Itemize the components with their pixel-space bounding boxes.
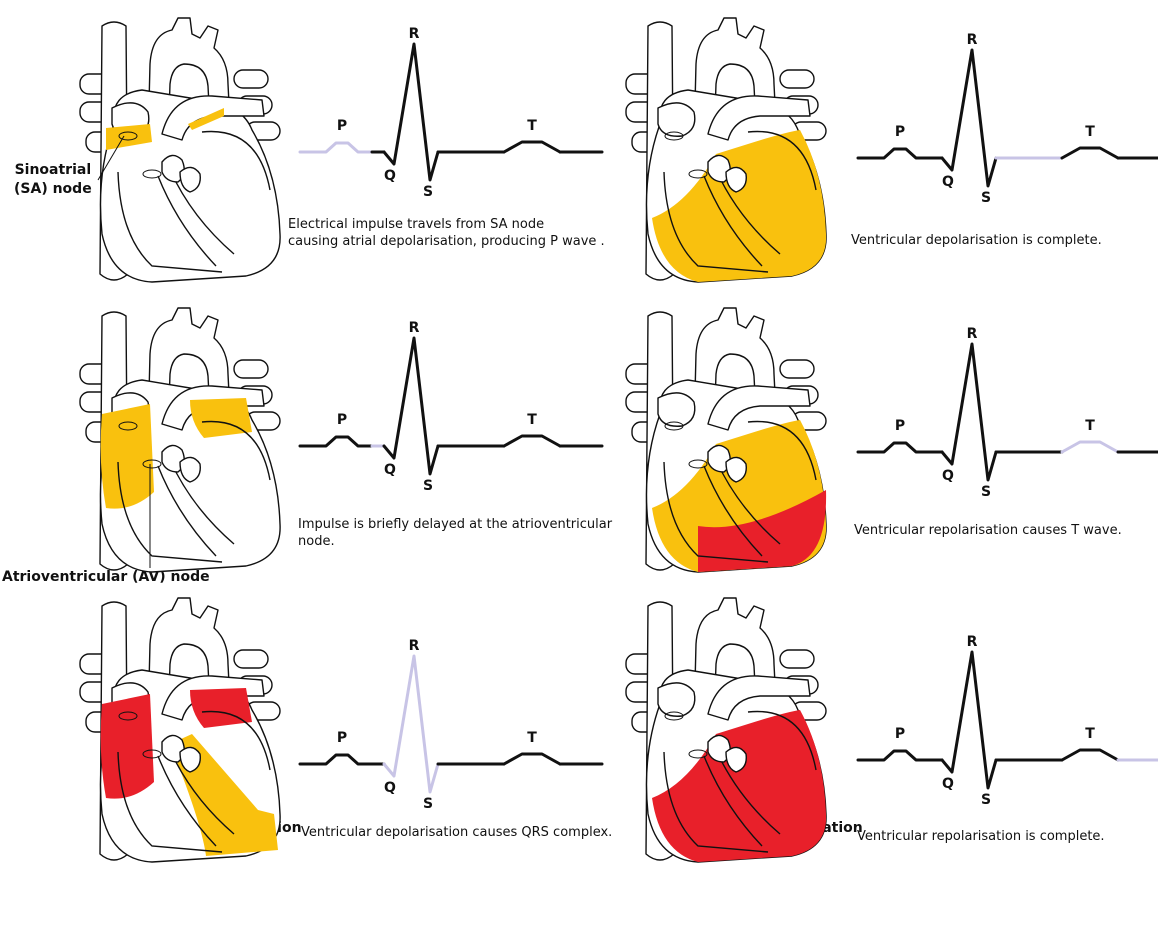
wave-label-r: R [967, 32, 978, 48]
wave-label-r: R [409, 26, 420, 42]
wave-label-t: T [527, 118, 537, 134]
wave-label-q: Q [384, 780, 396, 796]
ecg-segment-qrs [384, 656, 438, 792]
right-atrium [658, 393, 695, 426]
heart-6 [626, 598, 826, 862]
wave-label-q: Q [942, 174, 954, 190]
vessel-stub [234, 650, 268, 668]
wave-label-q: Q [384, 462, 396, 478]
wave-label-t: T [1085, 418, 1095, 434]
heart-5 [80, 598, 280, 862]
ecg-segment-p [300, 755, 372, 764]
wave-label-s: S [981, 190, 991, 206]
right-atrium [658, 103, 695, 136]
wave-label-p: P [337, 412, 347, 428]
ecg-segment-t [1062, 750, 1118, 760]
wave-label-s: S [423, 796, 433, 812]
ecg-segment-qrs [384, 338, 438, 474]
wave-label-s: S [423, 184, 433, 200]
ecg-segment-t [504, 436, 560, 446]
wave-label-t: T [527, 412, 537, 428]
ecg-trace-1: P Q R S T [300, 26, 602, 200]
wave-label-q: Q [942, 776, 954, 792]
wave-label-p: P [337, 730, 347, 746]
ecg-segment-qrs [942, 50, 996, 186]
wave-label-p: P [895, 418, 905, 434]
ecg-segment-p [858, 443, 930, 452]
ecg-segment-p [858, 149, 930, 158]
ecg-segment-p [300, 143, 372, 152]
right-atrium-fill [101, 694, 154, 799]
ecg-segment-qrs [942, 344, 996, 480]
ecg-trace-6: P Q R S T [858, 634, 1158, 808]
heart-3 [80, 308, 280, 572]
vessel-stub [234, 360, 268, 378]
wave-label-p: P [337, 118, 347, 134]
ecg-segment-t [504, 142, 560, 152]
vessel-stub [234, 70, 268, 88]
wave-label-p: P [895, 726, 905, 742]
ecg-segment-p [300, 437, 372, 446]
wave-label-s: S [981, 484, 991, 500]
wave-label-t: T [527, 730, 537, 746]
wave-label-r: R [967, 634, 978, 650]
wave-label-t: T [1085, 124, 1095, 140]
wave-label-p: P [895, 124, 905, 140]
wave-label-q: Q [384, 168, 396, 184]
ecg-segment-t [1062, 442, 1118, 452]
wave-label-r: R [409, 638, 420, 654]
ecg-trace-4: P Q R S T [858, 326, 1158, 500]
wave-label-r: R [409, 320, 420, 336]
ecg-trace-3: P Q R S T [300, 320, 602, 494]
wave-label-t: T [1085, 726, 1095, 742]
vessel-stub [780, 650, 814, 668]
vessel-stub [780, 360, 814, 378]
heart-1 [80, 18, 280, 282]
wave-label-r: R [967, 326, 978, 342]
wave-label-q: Q [942, 468, 954, 484]
wave-label-s: S [423, 478, 433, 494]
ecg-trace-5: P Q R S T [300, 638, 602, 812]
ecg-segment-qrs [384, 44, 438, 180]
heart-4 [626, 308, 826, 572]
vessel-stub [780, 70, 814, 88]
ecg-segment-qrs [942, 652, 996, 788]
right-atrium [658, 683, 695, 716]
ecg-segment-t [504, 754, 560, 764]
heart-2 [626, 18, 826, 282]
wave-label-s: S [981, 792, 991, 808]
ecg-segment-p [858, 751, 930, 760]
ecg-trace-2: P Q R S T [858, 32, 1158, 206]
right-atrium-fill [101, 404, 154, 509]
ecg-segment-t [1062, 148, 1118, 158]
